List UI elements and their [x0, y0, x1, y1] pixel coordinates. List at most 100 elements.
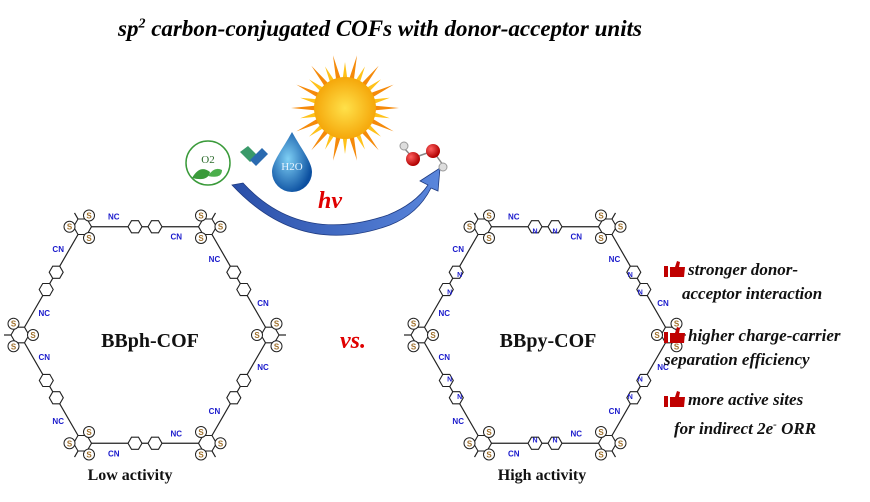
cyano-label: NC	[52, 417, 64, 426]
sun-ray	[348, 55, 358, 82]
hydrogen-peroxide-molecule-icon	[399, 141, 448, 172]
thiophene-ring	[483, 425, 495, 438]
benzene-ring	[226, 265, 242, 279]
sulfur-atom-label: S	[598, 451, 604, 460]
linker-bond	[419, 226, 484, 336]
sun-ray	[311, 128, 330, 151]
benzotrithiophene-core	[197, 434, 218, 452]
benzotrithiophene-core	[597, 218, 618, 236]
sun-ray	[342, 135, 348, 154]
thumbs-up-icon	[664, 327, 686, 349]
nitrogen-atom-label: N	[532, 229, 537, 236]
pyridine-ring	[636, 282, 652, 297]
sulfur-atom-label: S	[654, 331, 660, 340]
nitrogen-atom-label: N	[447, 290, 452, 297]
cyano-label: CN	[508, 449, 520, 458]
nitrogen-atom-label: N	[457, 394, 462, 401]
sulfur-atom-label: S	[467, 439, 473, 448]
linker-bond	[419, 334, 484, 444]
title: sp2 carbon-conjugated COFs with donor-ac…	[118, 16, 642, 41]
pyridine-ring	[527, 220, 543, 234]
thiophene-ring	[214, 437, 227, 450]
curved-arrow-icon	[231, 167, 441, 236]
cyano-label: CN	[609, 407, 621, 416]
sun-ray	[371, 97, 390, 105]
thiophene-ring	[63, 220, 76, 233]
sulfur-atom-label: S	[411, 342, 417, 351]
benzene-ring	[147, 436, 163, 450]
nitrogen-atom-label: N	[638, 290, 643, 297]
cyano-label: NC	[508, 213, 520, 222]
sulfur-atom-label: S	[67, 439, 73, 448]
sun-ray	[371, 111, 390, 119]
thiophene-ring	[83, 232, 95, 245]
benzotrithiophene-core	[197, 218, 218, 236]
sun-ray	[372, 105, 399, 111]
thumbs-up-icon	[664, 261, 686, 283]
sun-ray	[360, 65, 379, 88]
nitrogen-atom-label: N	[638, 376, 643, 383]
nitrogen-atom-label: N	[552, 437, 557, 444]
thiophene-ring	[463, 437, 476, 450]
cyano-label: CN	[570, 233, 582, 242]
sulfur-atom-label: S	[11, 320, 17, 329]
pyridine-ring	[626, 391, 642, 405]
sulfur-atom-label: S	[486, 234, 492, 243]
thiophene-ring	[614, 437, 627, 450]
thiophene-ring	[7, 340, 20, 353]
cyano-label: NC	[657, 363, 669, 372]
handshake-icon	[240, 146, 268, 166]
thiophene-ring	[195, 232, 207, 245]
sulfur-atom-label: S	[86, 234, 92, 243]
sun-ray	[332, 134, 342, 161]
sulfur-atom-label: S	[218, 223, 224, 232]
cyano-label: CN	[209, 407, 221, 416]
sulfur-atom-label: S	[198, 234, 204, 243]
thiophene-ring	[270, 317, 283, 330]
thiophene-ring	[195, 448, 207, 461]
sulfur-atom-label: S	[618, 439, 624, 448]
thiophene-ring	[427, 329, 439, 341]
pyridine-ring	[448, 391, 464, 405]
benzotrithiophene-core	[597, 434, 618, 452]
pyridine-ring	[547, 436, 563, 450]
thiophene-ring	[463, 220, 476, 233]
sulfur-atom-label: S	[430, 331, 436, 340]
nitrogen-atom-label: N	[532, 437, 537, 444]
thiophene-ring	[83, 448, 95, 461]
cyano-label: CN	[452, 245, 464, 254]
sun-ray	[296, 84, 321, 99]
nitrogen-atom-label: N	[552, 229, 557, 236]
sulfur-atom-label: S	[86, 211, 92, 220]
linker-bond	[206, 226, 271, 336]
cyano-label: NC	[39, 309, 51, 318]
benzene-ring	[38, 282, 54, 297]
sulfur-atom-label: S	[218, 439, 224, 448]
sulfur-atom-label: S	[486, 451, 492, 460]
thiophene-ring	[483, 209, 495, 222]
pyridine-ring	[448, 265, 464, 279]
thiophene-ring	[407, 340, 420, 353]
sun-ray	[342, 62, 348, 81]
sun-ray	[300, 111, 319, 119]
thiophene-ring	[270, 340, 283, 353]
sulfur-atom-label: S	[598, 428, 604, 437]
light-label: hv	[318, 188, 342, 214]
oxygen-icon: O2	[185, 140, 231, 186]
sulfur-atom-label: S	[467, 223, 473, 232]
sulfur-atom-label: S	[67, 223, 73, 232]
sulfur-atom-label: S	[198, 451, 204, 460]
sulfur-atom-label: S	[198, 428, 204, 437]
advantage-item: stronger donor-acceptor interaction	[664, 259, 822, 305]
benzene-ring	[236, 373, 252, 388]
pyridine-ring	[547, 220, 563, 234]
thumbs-up-icon	[664, 391, 686, 413]
linker-bond	[606, 226, 671, 336]
benzene-ring	[226, 391, 242, 405]
thiophene-ring	[595, 232, 607, 245]
pyridine-ring	[626, 265, 642, 279]
sun-ray	[348, 134, 358, 161]
sulfur-atom-label: S	[674, 320, 680, 329]
